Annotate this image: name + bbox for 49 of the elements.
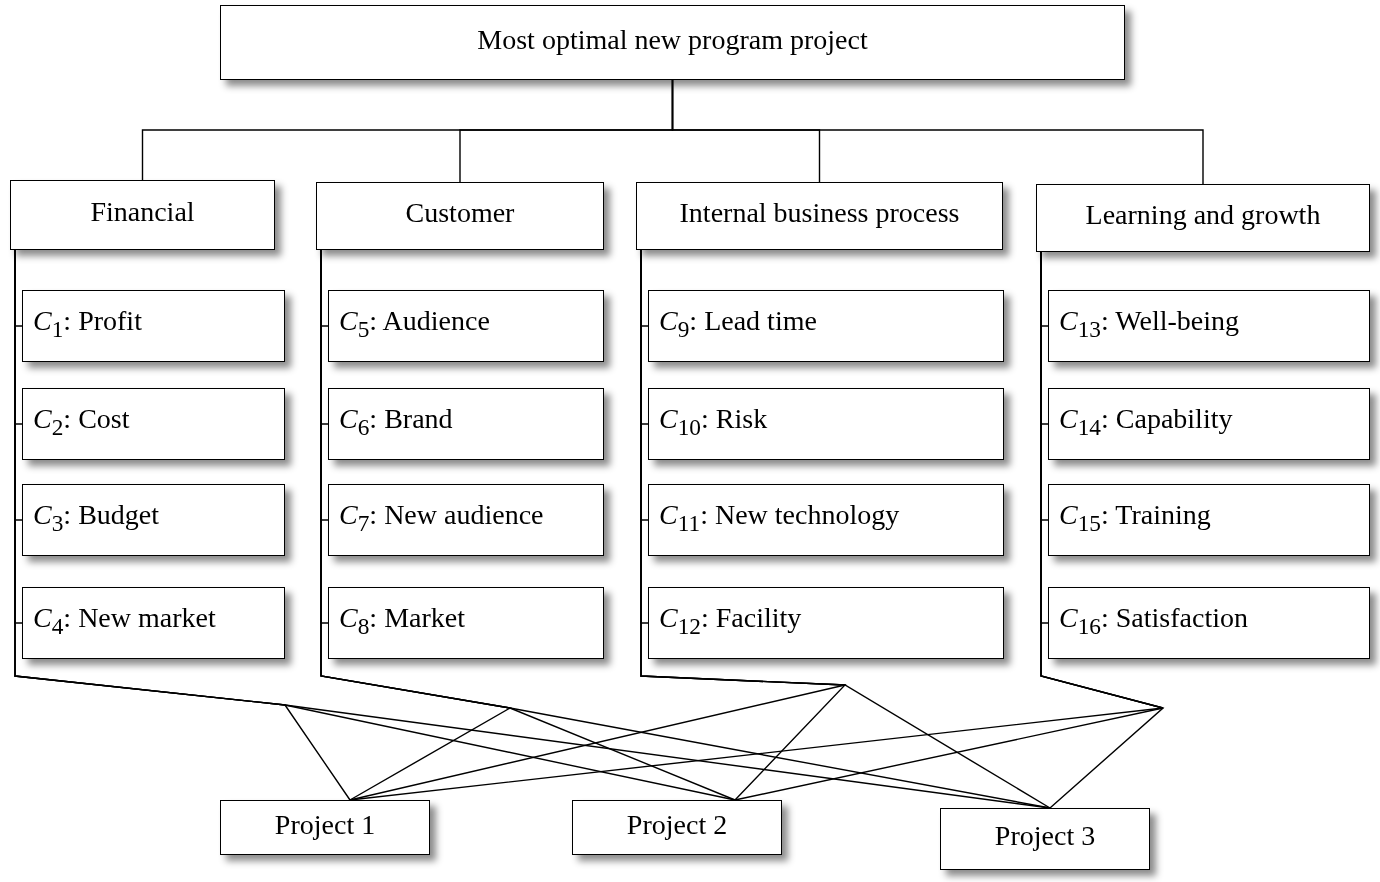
- criterion-box: [1048, 388, 1370, 460]
- criterion-box: [648, 587, 1004, 659]
- criterion-label: C$_{2}$: Cost: [33, 403, 130, 442]
- criterion-box: [648, 388, 1004, 460]
- box-label: Customer: [404, 197, 516, 229]
- box-label: Internal business process: [678, 197, 961, 229]
- box-label: Project 3: [993, 820, 1097, 852]
- criterion-box: [22, 587, 285, 659]
- criterion-box: [328, 587, 604, 659]
- criterion-label: C$_{4}$: New market: [33, 602, 216, 641]
- criterion-label: C$_{16}$: Satisfaction: [1059, 602, 1248, 641]
- goal-box: [220, 5, 1125, 80]
- criterion-box: [328, 290, 604, 362]
- criterion-label: C$_{8}$: Market: [339, 602, 465, 641]
- criterion-label: C$_{9}$: Lead time: [659, 305, 817, 344]
- perspective-box: [636, 182, 1003, 250]
- criterion-label: C$_{6}$: Brand: [339, 403, 453, 442]
- criterion-label: C$_{3}$: Budget: [33, 499, 160, 538]
- criterion-box: [22, 388, 285, 460]
- criterion-label: C$_{5}$: Audience: [339, 305, 490, 344]
- project-box: [940, 808, 1150, 870]
- box-label: Project 2: [625, 808, 729, 841]
- box-label: Learning and growth: [1084, 199, 1322, 231]
- criterion-box: [328, 388, 604, 460]
- criterion-label: C$_{13}$: Well-being: [1059, 305, 1239, 344]
- criterion-box: [648, 290, 1004, 362]
- criterion-label: C$_{12}$: Facility: [659, 602, 802, 641]
- perspective-box: [316, 182, 604, 250]
- box-label: Most optimal new program project: [476, 23, 869, 56]
- criterion-box: [22, 484, 285, 556]
- criterion-label: C$_{15}$: Training: [1059, 499, 1211, 538]
- criterion-label: C$_{11}$: New technology: [659, 499, 900, 538]
- criterion-box: [1048, 484, 1370, 556]
- connector-line: [671, 79, 1204, 185]
- criterion-label: C$_{14}$: Capability: [1059, 403, 1233, 442]
- box-label: Financial: [89, 196, 196, 228]
- perspective-box: [1036, 184, 1370, 252]
- criterion-label: C$_{1}$: Profit: [33, 305, 142, 344]
- project-box: [220, 800, 430, 855]
- criterion-box: [1048, 587, 1370, 659]
- project-box: [572, 800, 782, 855]
- criterion-box: [22, 290, 285, 362]
- box-label: Project 1: [273, 808, 377, 841]
- criterion-box: [648, 484, 1004, 556]
- criterion-box: [328, 484, 604, 556]
- criterion-label: C$_{7}$: New audience: [339, 499, 544, 538]
- perspective-box: [10, 180, 275, 250]
- criterion-label: C$_{10}$: Risk: [659, 403, 768, 442]
- criterion-box: [1048, 290, 1370, 362]
